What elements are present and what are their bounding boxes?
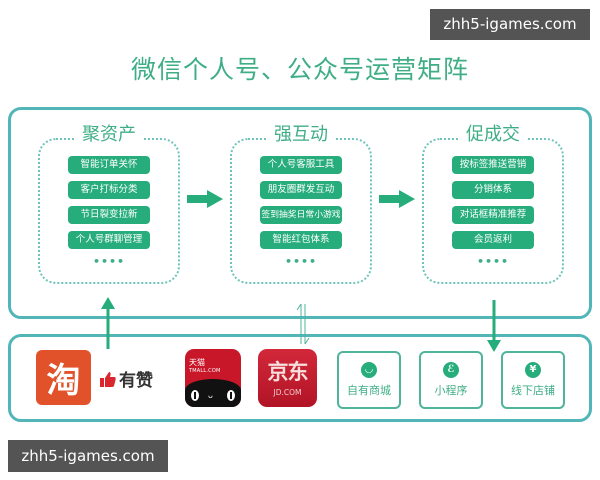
more-ellipsis: •••• — [92, 255, 126, 268]
thumbs-up-icon — [100, 371, 116, 387]
arrow-right-icon — [379, 190, 415, 208]
shopping-bag-icon: ◡ — [361, 362, 377, 378]
channel-mini-program: ℰ 小程序 — [419, 351, 483, 409]
group-title: 聚资产 — [76, 120, 142, 146]
youzan-label: 有赞 — [119, 371, 153, 391]
tmall-domain: TMALL.COM — [189, 368, 221, 374]
pill-item: 签到抽奖日常小游戏 — [260, 206, 342, 224]
arrow-down-icon — [487, 300, 501, 352]
taobao-glyph: 淘 — [46, 361, 81, 401]
pill-item: 按标签推送营销 — [452, 156, 534, 174]
arrow-up-icon — [101, 297, 115, 349]
group-title: 促成交 — [460, 120, 526, 146]
pill-item: 节日裂变拉新 — [68, 206, 150, 224]
pill-item: 智能红包体系 — [260, 231, 342, 249]
tmall-cat-face: ᴗ — [185, 379, 241, 407]
jd-domain: JD.COM — [273, 388, 302, 397]
cat-mouth-icon: ᴗ — [208, 391, 213, 400]
bidirectional-arrow-icon — [296, 303, 310, 345]
channel-label: 小程序 — [434, 384, 468, 397]
pill-item: 个人号群聊管理 — [68, 231, 150, 249]
group-strong-interaction: 强互动 个人号客服工具 朋友圈群发互动 签到抽奖日常小游戏 智能红包体系 •••… — [230, 120, 372, 284]
watermark-bottom: zhh5-igames.com — [8, 440, 168, 472]
pill-item: 分销体系 — [452, 181, 534, 199]
yen-icon: ¥ — [525, 362, 541, 378]
channel-label: 线下店铺 — [511, 384, 555, 397]
channel-own-mall: ◡ 自有商城 — [337, 351, 401, 409]
channel-offline-store: ¥ 线下店铺 — [501, 351, 565, 409]
more-ellipsis: •••• — [476, 255, 510, 268]
youzan-logo: 有赞 — [100, 366, 153, 391]
channel-label: 自有商城 — [347, 384, 391, 397]
pill-item: 会员返利 — [452, 231, 534, 249]
tmall-logo: 天猫 TMALL.COM ᴗ — [185, 349, 241, 407]
jd-logo: 京东 JD.COM — [258, 349, 317, 407]
cat-eye-icon — [227, 390, 235, 401]
jd-name: 京东 — [267, 360, 309, 384]
watermark-top: zhh5-igames.com — [430, 9, 590, 40]
pill-item: 朋友圈群发互动 — [260, 181, 342, 199]
group-title: 强互动 — [268, 120, 334, 146]
mini-program-icon: ℰ — [443, 362, 459, 378]
more-ellipsis: •••• — [284, 255, 318, 268]
pill-item: 智能订单关怀 — [68, 156, 150, 174]
pill-item: 客户打标分类 — [68, 181, 150, 199]
arrow-right-icon — [187, 190, 223, 208]
pill-item: 对话框精准推荐 — [452, 206, 534, 224]
group-gather-assets: 聚资产 智能订单关怀 客户打标分类 节日裂变拉新 个人号群聊管理 •••• — [38, 120, 180, 284]
cat-eye-icon — [191, 390, 199, 401]
tmall-name: 天猫 — [189, 358, 205, 367]
diagram-title: 微信个人号、公众号运营矩阵 — [130, 55, 469, 84]
pill-item: 个人号客服工具 — [260, 156, 342, 174]
group-close-deals: 促成交 按标签推送营销 分销体系 对话框精准推荐 会员返利 •••• — [422, 120, 564, 284]
taobao-logo: 淘 — [36, 350, 91, 405]
